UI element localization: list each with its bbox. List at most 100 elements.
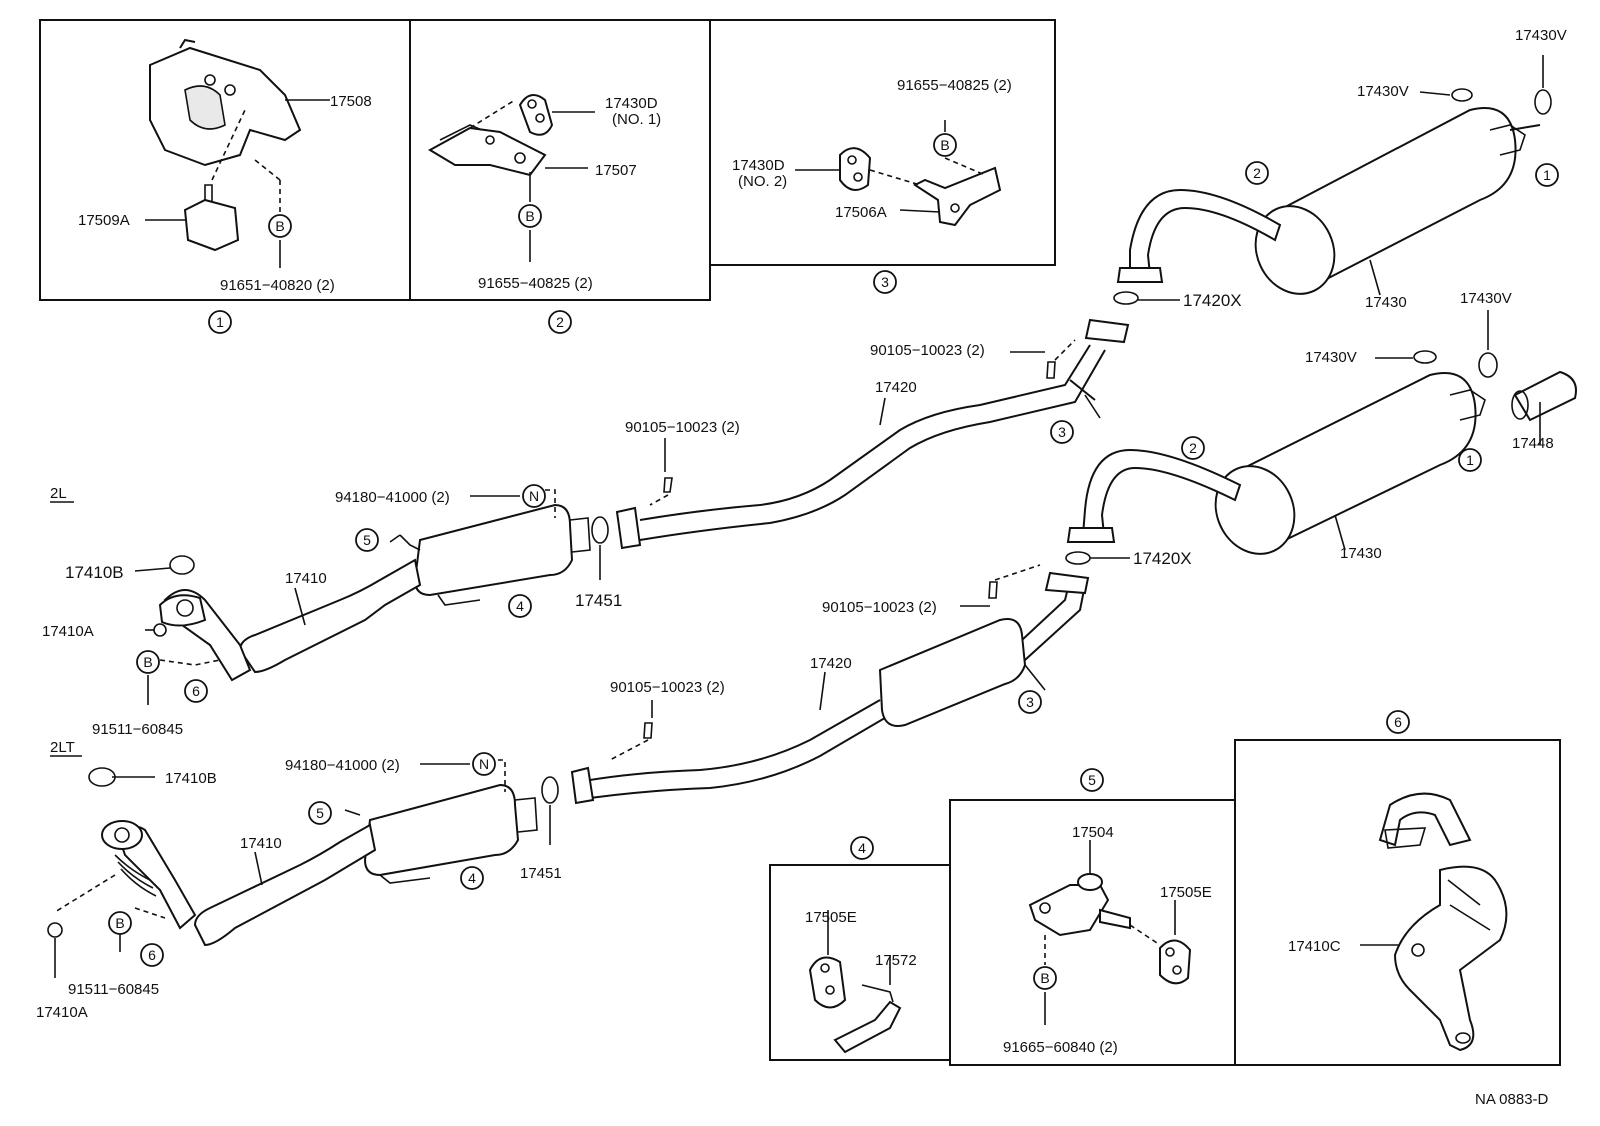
detail-box-5 (949, 799, 1236, 1066)
label-17430v-a: 17430V (1515, 27, 1567, 44)
label-91655-box3: 91655−40825 (2) (897, 77, 1012, 94)
label-17430d-no2: 17430D (732, 157, 785, 174)
svg-text:B: B (143, 654, 152, 670)
callout-4-2lt: 4 (460, 866, 484, 890)
callout-box-5: 5 (1080, 768, 1104, 792)
callout-bolt-2lt: B (108, 911, 132, 935)
label-17410c: 17410C (1288, 938, 1341, 955)
label-17430d-no1-sub: (NO. 1) (612, 111, 661, 128)
label-91665: 91665−60840 (2) (1003, 1039, 1118, 1056)
svg-text:B: B (525, 208, 534, 224)
label-17508: 17508 (330, 93, 372, 110)
label-90105-a: 90105−10023 (2) (870, 342, 985, 359)
label-17430-lower: 17430 (1340, 545, 1382, 562)
callout-3-lower-pipe: 3 (1018, 690, 1042, 714)
label-91511-a: 91511−60845 (92, 721, 183, 738)
svg-text:4: 4 (468, 870, 476, 886)
label-17430d-no1: 17430D (605, 95, 658, 112)
callout-bolt-box2: B (518, 204, 542, 228)
muffler-lower (1066, 310, 1577, 555)
label-17448: 17448 (1512, 435, 1554, 452)
callout-1-lower-muffler: 1 (1458, 448, 1482, 472)
label-17420-lower: 17420 (810, 655, 852, 672)
label-17420x-lower: 17420X (1133, 549, 1192, 568)
label-17430v-d: 17430V (1305, 349, 1357, 366)
label-17430d-no2-sub: (NO. 2) (738, 173, 787, 190)
label-17410-a: 17410 (285, 570, 327, 587)
label-17451-b: 17451 (520, 865, 562, 882)
callout-box-1: 1 (208, 310, 232, 334)
callout-1-upper-muffler: 1 (1535, 163, 1559, 187)
label-94180-b: 94180−41000 (2) (285, 757, 400, 774)
label-17410b-b: 17410B (165, 770, 217, 787)
label-91651: 91651−40820 (2) (220, 277, 335, 294)
svg-text:3: 3 (881, 274, 889, 290)
label-17430v-b: 17430V (1357, 83, 1409, 100)
svg-text:B: B (115, 915, 124, 931)
svg-text:N: N (529, 488, 539, 504)
callout-3-upper-pipe: 3 (1050, 420, 1074, 444)
callout-5-2l: 5 (355, 528, 379, 552)
label-17410-b: 17410 (240, 835, 282, 852)
svg-text:4: 4 (858, 840, 866, 856)
svg-text:6: 6 (1394, 714, 1402, 730)
callout-bolt-box1: B (268, 214, 292, 238)
label-94180-a: 94180−41000 (2) (335, 489, 450, 506)
callout-bolt-box3: B (933, 133, 957, 157)
label-90105-d: 90105−10023 (2) (610, 679, 725, 696)
svg-text:3: 3 (1058, 424, 1066, 440)
label-17410a-b: 17410A (36, 1004, 88, 1021)
label-91511-b: 91511−60845 (68, 981, 159, 998)
label-17430-upper: 17430 (1365, 294, 1407, 311)
callout-markers: 1 2 3 4 5 6 1 2 3 1 2 3 5 4 6 5 4 6 B B … (108, 133, 1559, 990)
callout-bolt-2l: B (136, 650, 160, 674)
callout-box-4: 4 (850, 836, 874, 860)
figure-code: NA 0883-D (1475, 1091, 1549, 1108)
label-17505e-b: 17505E (1160, 884, 1212, 901)
callout-nut-2lt: N (472, 752, 496, 776)
callout-bolt-box5: B (1033, 966, 1057, 990)
label-17505e-a: 17505E (805, 909, 857, 926)
svg-text:B: B (1040, 970, 1049, 986)
label-17504: 17504 (1072, 824, 1114, 841)
svg-text:6: 6 (148, 947, 156, 963)
svg-text:1: 1 (216, 314, 224, 330)
label-90105-b: 90105−10023 (2) (625, 419, 740, 436)
svg-text:2: 2 (1253, 165, 1261, 181)
svg-text:4: 4 (516, 598, 524, 614)
label-17420-upper: 17420 (875, 379, 917, 396)
gasket-17420x-lower (1065, 551, 1130, 565)
detail-box-3 (709, 19, 1056, 266)
callout-6-2l: 6 (184, 679, 208, 703)
callout-nut-2l: N (522, 484, 546, 508)
svg-text:5: 5 (363, 532, 371, 548)
svg-text:5: 5 (316, 805, 324, 821)
muffler-upper (1116, 55, 1552, 296)
callout-box-6: 6 (1386, 710, 1410, 734)
part-labels: 17508 17509A 91651−40820 (2) 17430D (NO.… (36, 27, 1567, 1108)
svg-text:5: 5 (1088, 772, 1096, 788)
label-17430v-c: 17430V (1460, 290, 1512, 307)
label-90105-c: 90105−10023 (2) (822, 599, 937, 616)
label-17509a: 17509A (78, 212, 130, 229)
label-91655-box2: 91655−40825 (2) (478, 275, 593, 292)
label-17420x-upper: 17420X (1183, 291, 1242, 310)
detail-box-4 (769, 864, 951, 1061)
callout-box-3: 3 (873, 270, 897, 294)
svg-text:2: 2 (1189, 440, 1197, 456)
label-variant-2l: 2L (50, 485, 67, 502)
leader-lines (134, 351, 1045, 886)
label-17572: 17572 (875, 952, 917, 969)
callout-2-upper-muffler: 2 (1245, 161, 1269, 185)
label-17410b-a: 17410B (65, 563, 124, 582)
svg-text:1: 1 (1466, 452, 1474, 468)
callout-box-2: 2 (548, 310, 572, 334)
label-17507: 17507 (595, 162, 637, 179)
svg-text:3: 3 (1026, 694, 1034, 710)
detail-box-6 (1234, 739, 1561, 1066)
callout-4-2l: 4 (508, 594, 532, 618)
svg-text:2: 2 (556, 314, 564, 330)
svg-text:6: 6 (192, 683, 200, 699)
detail-box-2 (409, 19, 711, 301)
